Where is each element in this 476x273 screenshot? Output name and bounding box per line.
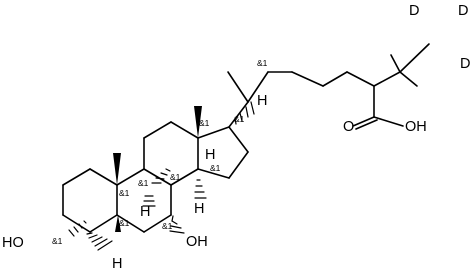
acid-oxygen-label: O <box>343 119 354 135</box>
deuterium-top-right-label: D <box>458 3 468 19</box>
ring-d <box>197 126 249 179</box>
deuterium-right-label: D <box>460 56 470 72</box>
deuterium-top-left-label: D <box>409 3 419 19</box>
stereo-label: &1 <box>119 188 130 198</box>
stereo-label: &1 <box>210 163 221 173</box>
stereo-label: &1 <box>234 114 245 124</box>
ring-a <box>62 168 118 233</box>
ring-b <box>116 168 172 233</box>
stereo-label: &1 <box>138 178 149 188</box>
acid-hydroxyl-label: OH <box>405 119 427 135</box>
stereo-label: &1 <box>119 218 130 228</box>
hydrogen-c5-label: H <box>112 256 122 272</box>
stereo-label: &1 <box>162 221 173 231</box>
stereo-label: &1 <box>199 118 210 128</box>
ring-c <box>143 121 199 186</box>
atom-labels: HO OH O OH D D D H H H H H <box>2 3 470 272</box>
hashed-bonds <box>68 101 255 251</box>
stereo-descriptors: &1 &1 &1 &1 &1 &1 &1 &1 &1 &1 <box>52 58 268 246</box>
stereo-label: &1 <box>170 172 181 182</box>
side-chain <box>227 43 430 130</box>
hydrogen-c9-label: H <box>140 204 150 220</box>
hydroxyl-c3-label: HO <box>2 235 24 251</box>
hydrogen-c8-label: H <box>194 201 204 217</box>
hydrogen-c17-label: H <box>257 93 267 109</box>
methyl-bonds <box>113 106 202 185</box>
stereo-label: &1 <box>257 58 268 68</box>
wedge-bonds <box>115 215 121 232</box>
hydrogen-c14-label: H <box>205 147 215 163</box>
hydroxyl-c7-label: OH <box>186 234 208 250</box>
stereo-label: &1 <box>52 236 63 246</box>
